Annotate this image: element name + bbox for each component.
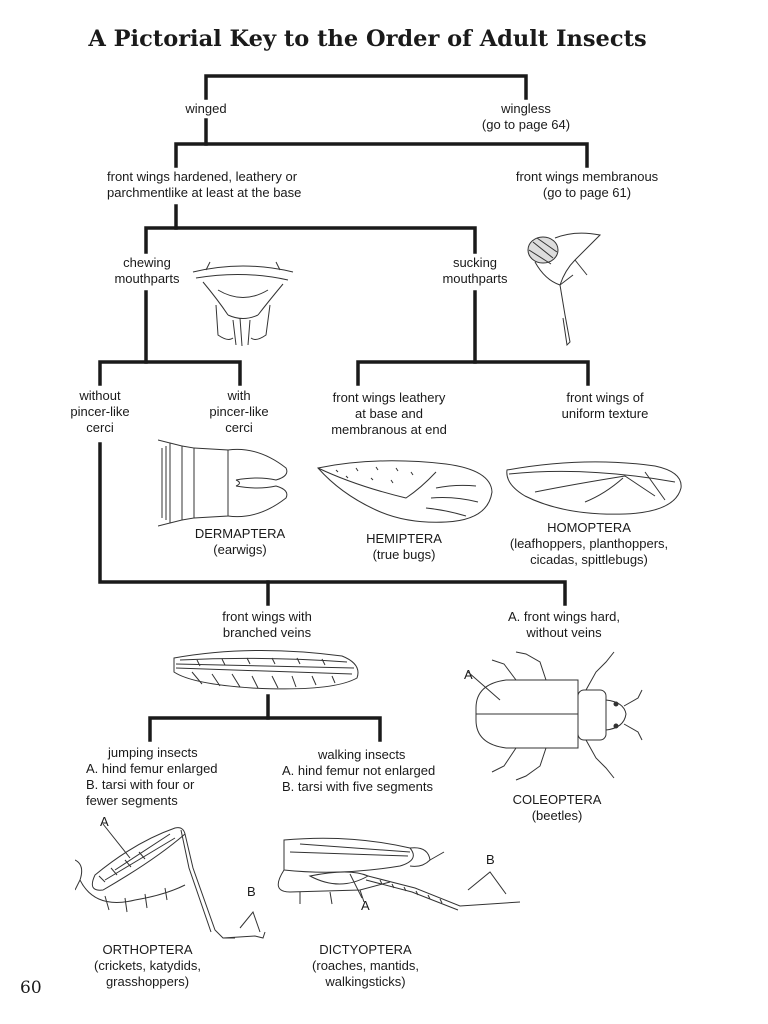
node-front-wings-membranous: front wings membranous(go to page 61): [515, 169, 659, 200]
node-hard-without-veins: A. front wings hard,without veins: [508, 609, 620, 640]
order-hemiptera: HEMIPTERA(true bugs): [366, 531, 442, 562]
order-homoptera: HOMOPTERA(leafhoppers, planthoppers,cica…: [509, 520, 669, 567]
orthoptera-leg-illustration: [75, 823, 266, 939]
callout-beetle-a: A: [464, 667, 473, 682]
homoptera-wing-illustration: [506, 461, 682, 515]
callout-orthoptera-b: B: [247, 884, 256, 899]
order-orthoptera: ORTHOPTERA(crickets, katydids,grasshoppe…: [94, 942, 201, 989]
page-title: A Pictorial Key to the Order of Adult In…: [88, 26, 647, 52]
chewing-mouthparts-illustration: [192, 261, 294, 347]
order-dermaptera: DERMAPTERA(earwigs): [194, 526, 286, 557]
callout-orthoptera-a: A: [100, 814, 109, 829]
callout-dictyoptera-b: B: [486, 852, 495, 867]
node-wingless: wingless(go to page 64): [481, 101, 571, 132]
page-number: 60: [20, 978, 42, 998]
sucking-mouthparts-illustration: [527, 232, 602, 347]
hemiptera-wing-illustration: [317, 460, 493, 523]
dictyoptera-leg-illustration: [277, 837, 521, 911]
dermaptera-cerci-illustration: [158, 439, 288, 527]
coleoptera-beetle-illustration: [467, 651, 643, 781]
order-dictyoptera: DICTYOPTERA(roaches, mantids,walkingstic…: [312, 942, 419, 989]
node-winged: winged: [185, 101, 227, 116]
branched-veins-wing-illustration: [173, 649, 359, 690]
callout-dictyoptera-a: A: [361, 898, 370, 913]
order-coleoptera: COLEOPTERA(beetles): [512, 792, 602, 823]
